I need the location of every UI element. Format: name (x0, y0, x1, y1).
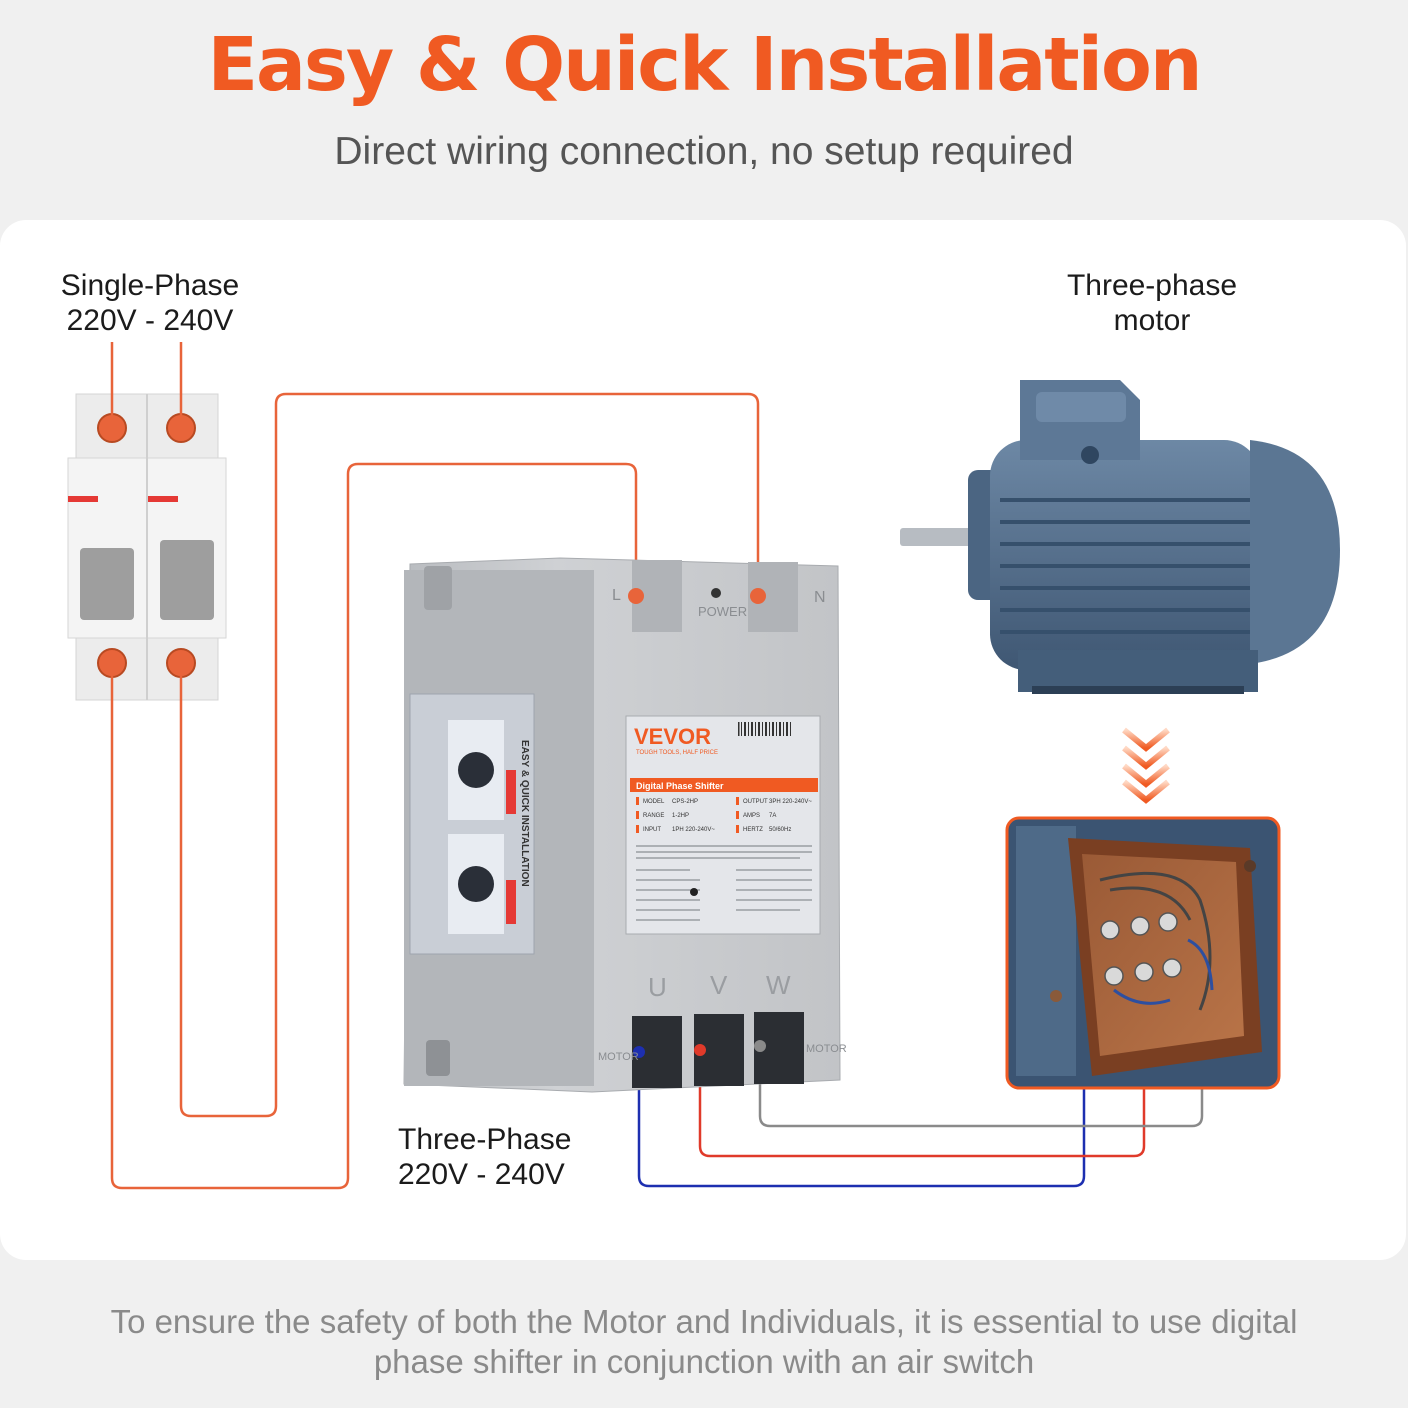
safety-note-line2: phase shifter in conjunction with an air… (373, 1343, 1035, 1380)
spec-output-value: 3PH 220-240V~ (769, 799, 812, 805)
terminal-l-label: L (612, 587, 621, 604)
phase-shifter-device: L N POWER EASY & QUICK INSTALLATION VEVO… (403, 557, 847, 1093)
spec-output-key: OUTPUT (743, 799, 768, 805)
spec-input-key: INPUT (643, 827, 661, 833)
safety-note-line1: To ensure the safety of both the Motor a… (110, 1303, 1298, 1340)
motor-caption-line2: motor (1113, 304, 1191, 337)
brand-tagline: TOUGH TOOLS, HALF PRICE (636, 750, 718, 756)
terminal-n-label: N (814, 589, 826, 606)
motor-label-right: MOTOR (806, 1043, 847, 1055)
spec-input-value: 1PH 220-240V~ (672, 827, 715, 833)
power-label: POWER (698, 604, 747, 619)
brand-logo: VEVOR (634, 724, 711, 749)
arrow-down-icon (1122, 727, 1170, 804)
spec-model-key: MODEL (643, 799, 665, 805)
motor-label-left: MOTOR (598, 1051, 639, 1063)
three-phase-motor (900, 380, 1340, 694)
spec-hertz-key: HERTZ (743, 827, 763, 833)
side-sticker-title: EASY & QUICK INSTALLATION (519, 740, 530, 887)
motor-caption-line1: Three-phase (1066, 269, 1238, 302)
spec-model-value: CPS-2HP (672, 799, 698, 805)
motor-caption: Three-phase motor (1042, 268, 1262, 338)
single-phase-title: Single-Phase (60, 269, 240, 302)
spec-hertz-value: 50/60Hz (769, 827, 791, 833)
terminal-box-photo (1005, 816, 1281, 1090)
three-phase-voltage: 220V - 240V (398, 1158, 565, 1191)
terminal-u-label: U (648, 972, 667, 1002)
single-phase-voltage: 220V - 240V (66, 304, 234, 337)
single-phase-label: Single-Phase 220V - 240V (40, 268, 260, 338)
output-wires (637, 1048, 1204, 1188)
spec-amps-value: 7A (769, 813, 776, 819)
three-phase-label: Three-Phase 220V - 240V (398, 1122, 588, 1192)
air-switch (67, 393, 227, 701)
page-subtitle: Direct wiring connection, no setup requi… (334, 130, 1074, 173)
spec-range-key: RANGE (643, 813, 664, 819)
page-title: Easy & Quick Installation (207, 22, 1202, 108)
terminal-v-label: V (710, 970, 728, 1000)
spec-range-value: 1-2HP (672, 813, 689, 819)
terminal-w-label: W (766, 970, 791, 1000)
spec-amps-key: AMPS (743, 813, 760, 819)
safety-note: To ensure the safety of both the Motor a… (0, 1302, 1408, 1382)
three-phase-title: Three-Phase (398, 1123, 572, 1156)
product-name: Digital Phase Shifter (636, 781, 724, 791)
input-wires (110, 342, 760, 1190)
